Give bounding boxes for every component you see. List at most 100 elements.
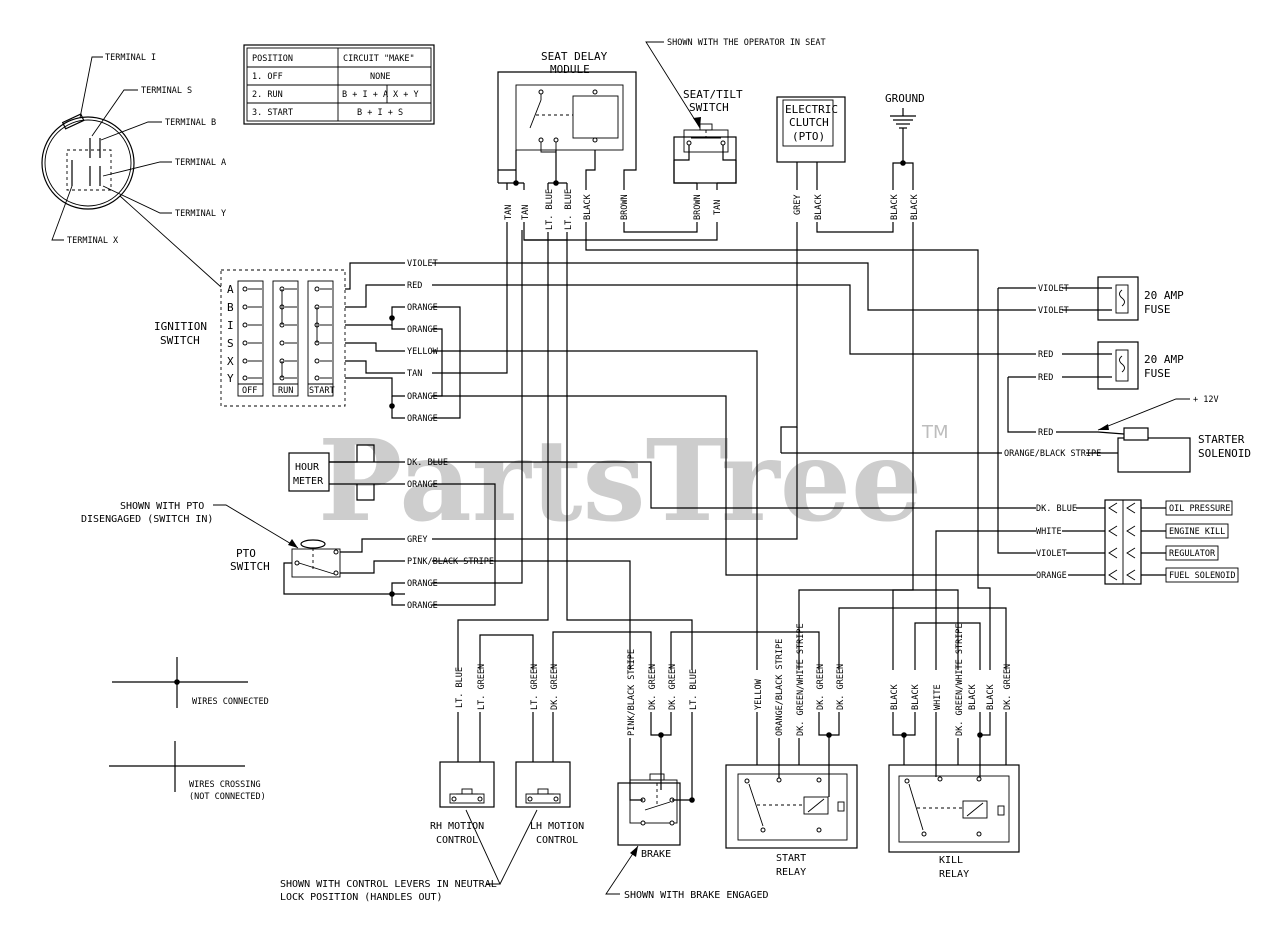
seat-delay-label-2: MODULE [550, 63, 590, 76]
electric-clutch [776, 96, 846, 190]
table-make-off: NONE [370, 72, 390, 82]
terminal-i-label: TERMINAL I [105, 53, 156, 63]
table-make-run-2: X + Y [393, 90, 419, 100]
conn-wire-white: WHITE [1036, 527, 1062, 537]
start-wire-dkgreen-white: DK. GREEN/WHITE STRIPE [796, 623, 806, 736]
top-wire-tan-2: TAN [521, 205, 531, 220]
terminal-a-label: TERMINAL A [175, 158, 226, 168]
kill-wire-dkgreen-white: DK. GREEN/WHITE STRIPE [955, 623, 965, 736]
key-switch-face [41, 113, 135, 210]
kill-wire-black-4: BLACK [986, 684, 996, 710]
fuse2-label-2: FUSE [1144, 367, 1171, 380]
lh-wire-ltgreen: LT. GREEN [530, 664, 540, 710]
ground-symbol [890, 108, 916, 190]
starter-label-1: STARTER [1198, 433, 1245, 446]
hour-meter-label-2: METER [293, 476, 324, 487]
brake-note-leader [605, 845, 639, 895]
ign-row-b: B [227, 301, 234, 314]
engine-connector [935, 499, 1239, 670]
brake-note-arrowhead [630, 846, 638, 857]
hour-meter-label-1: HOUR [295, 462, 320, 473]
rh-motion-control [439, 712, 495, 808]
legend-connected [112, 657, 248, 708]
lh-motion-label-2: CONTROL [536, 835, 578, 846]
ignition-switch-label-1: IGNITION [154, 320, 207, 333]
brake-wire-dkgreen-1: DK. GREEN [648, 664, 658, 710]
ground-label: GROUND [885, 92, 925, 105]
brake-wire-pink: PINK/BLACK STRIPE [627, 649, 637, 736]
clutch-label-3: (PTO) [792, 130, 825, 143]
table-pos-off: 1. OFF [252, 72, 283, 82]
top-wire-tan-3: TAN [713, 200, 723, 215]
wire-label-orange-4: ORANGE [407, 414, 438, 424]
lever-note-2: LOCK POSITION (HANDLES OUT) [280, 892, 443, 903]
kill-relay-label-1: KILL [939, 855, 963, 866]
pto-wire-pink: PINK/BLACK STRIPE [407, 557, 494, 567]
top-wire-brown-2: BROWN [693, 194, 703, 220]
ign-col-off: OFF [242, 386, 257, 396]
top-wire-black-4: BLACK [910, 194, 920, 220]
ign-row-x: X [227, 355, 234, 368]
seat-delay-module [497, 71, 637, 186]
pto-note-leader [213, 504, 299, 549]
ign-col-start: START [309, 386, 335, 396]
starter-plus12: + 12V [1193, 395, 1219, 405]
lever-note-leader-2 [499, 809, 538, 885]
seat-note: SHOWN WITH THE OPERATOR IN SEAT [667, 38, 826, 48]
terminal-y-label: TERMINAL Y [175, 209, 226, 219]
conn-wire-orange: ORANGE [1036, 571, 1067, 581]
rh-motion-label-2: CONTROL [436, 835, 478, 846]
starter-label-2: SOLENOID [1198, 447, 1251, 460]
terminal-x-label: TERMINAL X [67, 236, 119, 246]
brake-switch [617, 712, 695, 846]
conn-out-oil-pressure: OIL PRESSURE [1169, 504, 1230, 514]
starter-wire-orange-black: ORANGE/BLACK STRIPE [1004, 449, 1101, 459]
watermark-tm: TM [921, 422, 949, 443]
ignition-wires [345, 262, 405, 419]
conn-out-regulator: REGULATOR [1169, 549, 1216, 559]
pto-note-2: DISENGAGED (SWITCH IN) [81, 514, 213, 525]
clutch-label-2: CLUTCH [789, 116, 829, 129]
start-wire-dkgreen-1: DK. GREEN [816, 664, 826, 710]
wire-label-orange-2: ORANGE [407, 325, 438, 335]
fuse1-label-2: FUSE [1144, 303, 1171, 316]
terminal-callouts [51, 56, 172, 241]
seat-note-leader [645, 41, 701, 129]
conn-out-engine-kill: ENGINE KILL [1169, 527, 1225, 537]
top-wire-ltblue-1: LT. BLUE [545, 189, 555, 230]
rh-wire-ltgreen: LT. GREEN [477, 664, 487, 710]
start-wire-dkgreen-2: DK. GREEN [836, 664, 846, 710]
ign-row-i: I [227, 319, 234, 332]
conn-out-fuel-solenoid: FUEL SOLENOID [1169, 571, 1236, 581]
pto-note-arrowhead [288, 539, 298, 548]
lever-note-1: SHOWN WITH CONTROL LEVERS IN NEUTRAL [280, 879, 497, 890]
top-wire-brown-1: BROWN [620, 194, 630, 220]
hour-meter-wire-orange: ORANGE [407, 480, 438, 490]
key-switch-leader [119, 195, 222, 288]
hour-meter-wire-dkblue: DK. BLUE [407, 458, 448, 468]
table-pos-start: 3. START [252, 108, 293, 118]
fuse-1 [997, 276, 1139, 554]
kill-wire-white: WHITE [933, 684, 943, 710]
seat-tilt-switch [673, 123, 737, 184]
seat-delay-label-1: SEAT DELAY [541, 50, 608, 63]
wire-label-violet: VIOLET [407, 259, 438, 269]
terminal-s-label: TERMINAL S [141, 86, 192, 96]
conn-wire-violet: VIOLET [1036, 549, 1067, 559]
conn-wire-dkblue: DK. BLUE [1036, 504, 1077, 514]
pto-note-1: SHOWN WITH PTO [120, 501, 204, 512]
start-wire-orange-black: ORANGE/BLACK STRIPE [775, 639, 785, 736]
terminal-b-label: TERMINAL B [165, 118, 216, 128]
wire-label-orange-1: ORANGE [407, 303, 438, 313]
wire-label-red: RED [407, 281, 422, 291]
top-wire-tan-1: TAN [504, 205, 514, 220]
ign-row-s: S [227, 337, 234, 350]
kill-wire-black-2: BLACK [911, 684, 921, 710]
seat-note-arrowhead [693, 117, 701, 128]
top-wire-grey: GREY [793, 195, 803, 215]
table-make-start: B + I + S [357, 108, 403, 118]
kill-relay [888, 712, 1020, 853]
pto-wire-orange-2: ORANGE [407, 601, 438, 611]
start-relay [725, 712, 858, 849]
table-header-position: POSITION [252, 54, 293, 64]
